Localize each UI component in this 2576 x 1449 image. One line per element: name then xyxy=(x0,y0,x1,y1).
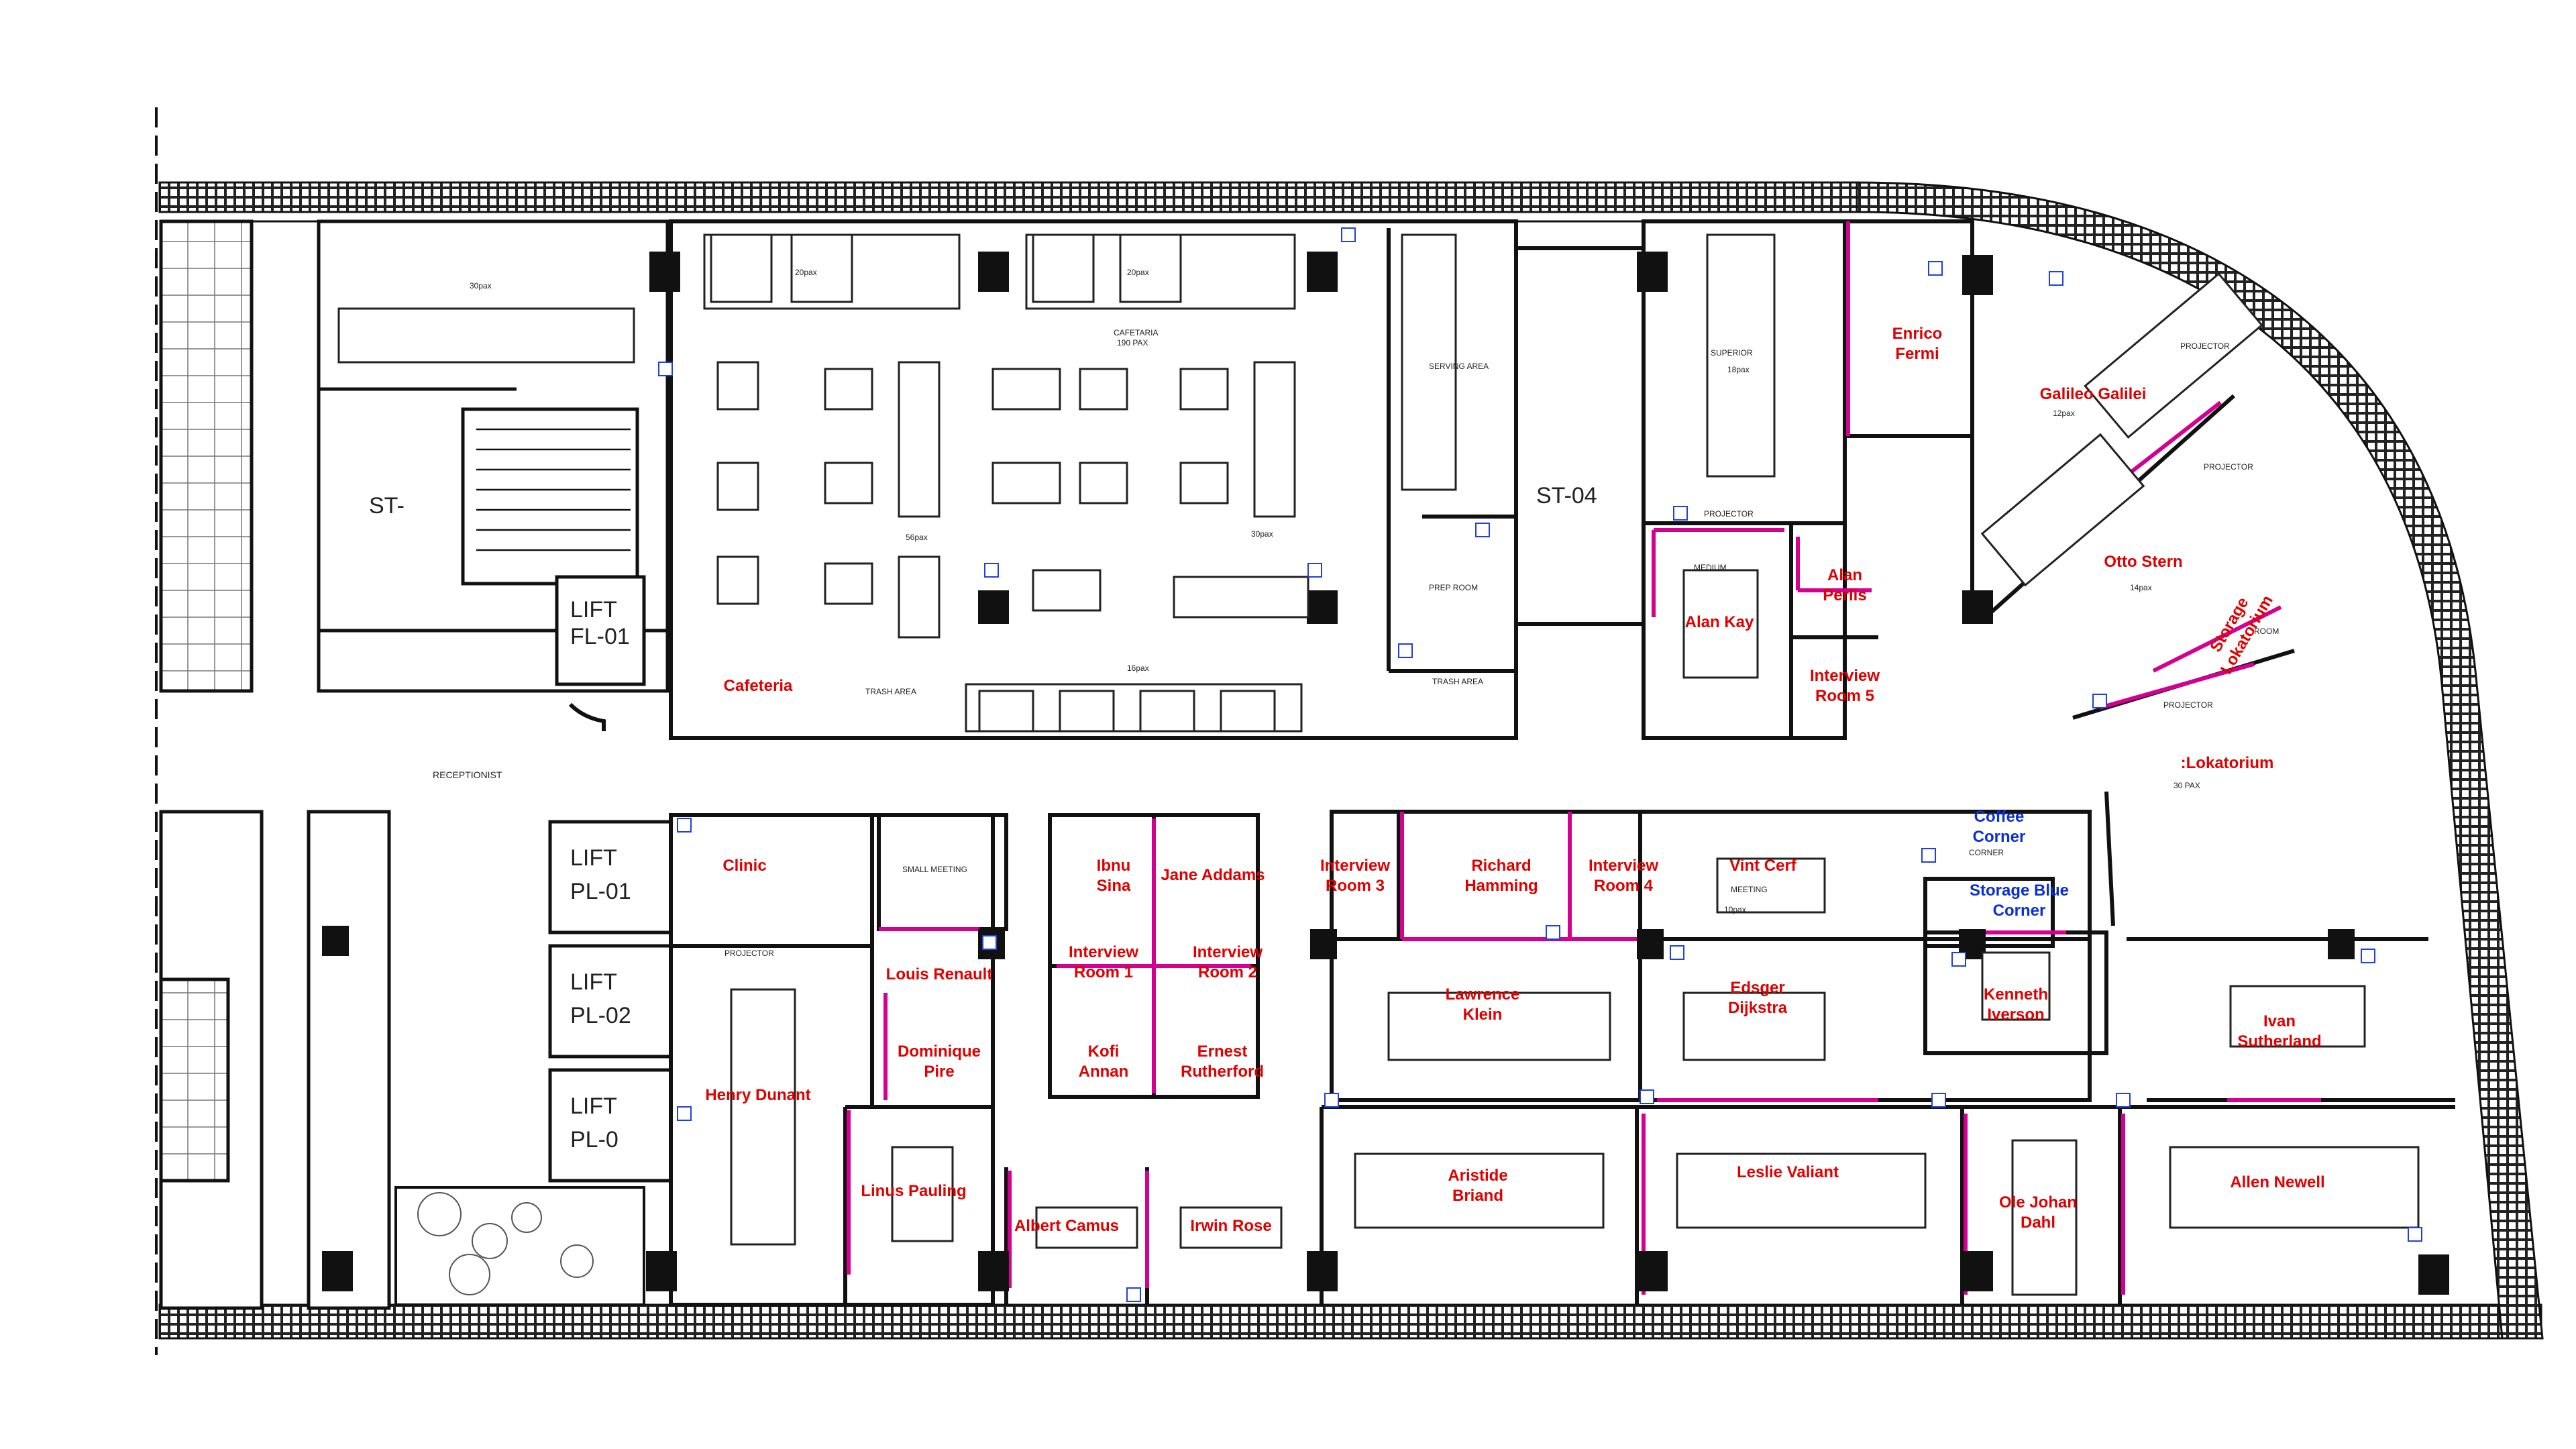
room-label-linus-pauling: Linus Pauling xyxy=(861,1182,966,1200)
room-label-irwin-rose: Irwin Rose xyxy=(1190,1217,1271,1235)
pax-12-label: 12pax xyxy=(2053,409,2075,418)
exterior-wall xyxy=(158,181,2544,1340)
room-label-jane-addams: Jane Addams xyxy=(1161,866,1265,884)
pax-30b-label: 30pax xyxy=(1251,529,1273,539)
cafeteria-seating xyxy=(710,233,1457,733)
pax-10-label: 10pax xyxy=(1724,905,1746,914)
cafetaria-label: CAFETARIA xyxy=(1114,328,1158,337)
trash-area-1-label: TRASH AREA xyxy=(865,687,916,696)
room-label: ROOM xyxy=(2254,627,2279,636)
room-label-vint-cerf: Vint Cerf xyxy=(1729,857,1797,875)
garden-planter xyxy=(394,1186,645,1306)
lift-4-label: LIFT xyxy=(570,1093,617,1119)
projector-4-label: PROJECTOR xyxy=(2180,341,2230,351)
small-meeting-label: SMALL MEETING xyxy=(902,865,967,874)
room-label-albert-camus: Albert Camus xyxy=(1014,1217,1119,1235)
room-label-allen-newell: Allen Newell xyxy=(2230,1173,2324,1191)
coffee-corner-small-label: CORNER xyxy=(1969,848,2004,857)
room-label-alan-kay: Alan Kay xyxy=(1685,613,1754,631)
projector-5-label: PROJECTOR xyxy=(2204,462,2253,472)
lift-bank xyxy=(548,820,673,1183)
medium-label: MEDIUM xyxy=(1694,563,1727,572)
pax-18-label: 18pax xyxy=(1727,365,1750,374)
room-label-lokatorium: :Lokatorium xyxy=(2181,754,2274,772)
pax-20a-label: 20pax xyxy=(795,268,817,277)
room-label-cafeteria: Cafeteria xyxy=(724,677,793,695)
room-label-leslie-valiant: Leslie Valiant xyxy=(1737,1163,1839,1181)
info-markers xyxy=(658,227,2422,1302)
pax-20b-label: 20pax xyxy=(1127,268,1149,277)
receptionist-label: RECEPTIONIST xyxy=(433,769,502,780)
lift-2-id: PL-01 xyxy=(570,879,631,904)
lift-1-id: FL-01 xyxy=(570,624,630,649)
room-label-henry-dunant: Henry Dunant xyxy=(705,1086,810,1104)
pax-56-label: 56pax xyxy=(906,533,928,542)
lift-2-label: LIFT xyxy=(570,845,617,871)
lift-3-label: LIFT xyxy=(570,969,617,995)
lokatorium-pax: 30 PAX xyxy=(2174,781,2200,790)
cad-labels: LIFT FL-01 LIFT PL-01 LIFT PL-02 LIFT PL… xyxy=(369,268,2279,1152)
lift-3-id: PL-02 xyxy=(570,1003,631,1028)
structural-columns xyxy=(322,252,2449,1295)
projector-2-label: PROJECTOR xyxy=(724,949,774,958)
service-core xyxy=(159,219,671,1310)
accent-walls xyxy=(847,221,2321,1295)
cafetaria-pax: 190 PAX xyxy=(1117,338,1148,347)
lift-1-label: LIFT xyxy=(570,597,617,623)
meeting-label: MEETING xyxy=(1731,885,1768,894)
pax-16-label: 16pax xyxy=(1127,663,1149,673)
projector-1-label: PROJECTOR xyxy=(1704,509,1754,519)
lift-4-id: PL-0 xyxy=(570,1127,619,1152)
room-label-galileo-galilei: Galileo Galilei xyxy=(2040,385,2147,403)
pax-30-label: 30pax xyxy=(470,281,492,290)
trash-area-2-label: TRASH AREA xyxy=(1432,677,1483,686)
furniture xyxy=(337,233,2420,1296)
room-label-louis-renault: Louis Renault xyxy=(886,965,993,983)
room-label-clinic: Clinic xyxy=(722,857,766,875)
serving-area-label: SERVING AREA xyxy=(1429,362,1489,371)
stair-2-label: ST-04 xyxy=(1536,483,1597,508)
pax-14-label: 14pax xyxy=(2130,583,2152,592)
superior-label: SUPERIOR xyxy=(1711,348,1753,358)
room-label-otto-stern: Otto Stern xyxy=(2104,553,2182,571)
stair-1-label: ST- xyxy=(369,493,405,519)
prep-room-label: PREP ROOM xyxy=(1429,583,1478,592)
projector-3-label: PROJECTOR xyxy=(2163,700,2213,710)
